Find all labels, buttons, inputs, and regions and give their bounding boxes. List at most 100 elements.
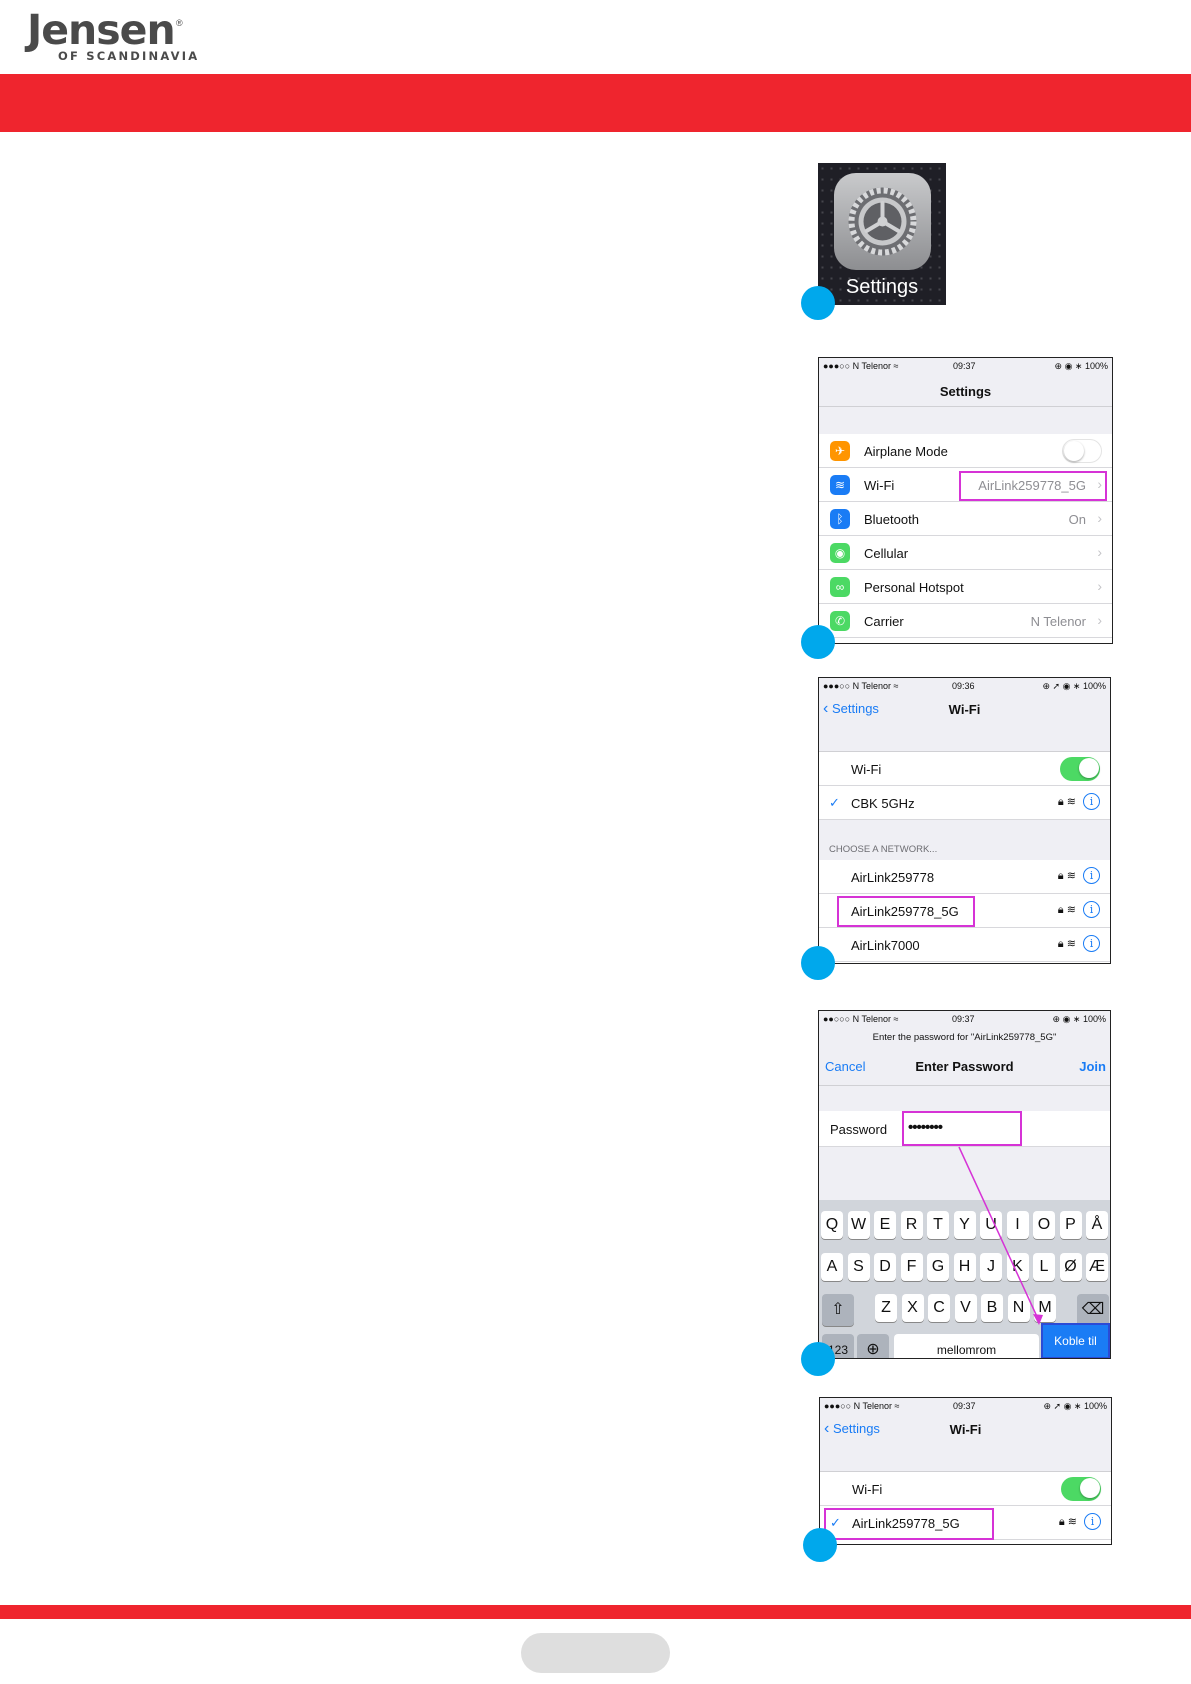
row-label: Wi-Fi bbox=[864, 478, 895, 493]
row-label: Bluetooth bbox=[864, 512, 919, 527]
network-icons: 🔒︎ ≋ i bbox=[1058, 793, 1100, 810]
network-row[interactable]: AirLink7000🔒︎ ≋ i bbox=[819, 928, 1110, 962]
brand-logo: Jensen bbox=[27, 6, 176, 54]
network-row[interactable]: AirLink259778_5G🔒︎ ≋ i bbox=[819, 894, 1110, 928]
chevron-left-icon: ‹ bbox=[823, 700, 829, 717]
key[interactable]: U bbox=[980, 1211, 1002, 1239]
key[interactable]: V bbox=[954, 1294, 977, 1322]
info-icon[interactable]: i bbox=[1083, 935, 1100, 952]
back-label: Settings bbox=[832, 1421, 880, 1436]
section-header: CHOOSE A NETWORK... bbox=[829, 844, 938, 855]
key[interactable]: I bbox=[1006, 1211, 1029, 1239]
nav-bar: ●●●○○ N Telenor ≈ 09:36 ⊕ ➚ ◉ ∗ 100% bbox=[819, 678, 1110, 726]
key[interactable]: L bbox=[1033, 1253, 1055, 1281]
wifi-label: Wi-Fi bbox=[851, 762, 882, 777]
network-row[interactable]: AirLink259778🔒︎ ≋ i bbox=[819, 860, 1110, 894]
back-label: Settings bbox=[831, 701, 879, 716]
step-marker bbox=[801, 286, 835, 320]
network-highlight bbox=[824, 1508, 994, 1540]
globe-key[interactable]: ⊕ bbox=[857, 1334, 889, 1358]
info-icon[interactable]: i bbox=[1083, 867, 1100, 884]
key[interactable]: J bbox=[980, 1253, 1002, 1281]
settings-row[interactable]: ∞Personal Hotspot› bbox=[819, 570, 1112, 604]
hotspot-icon: ∞ bbox=[830, 577, 850, 597]
key[interactable]: D bbox=[874, 1253, 896, 1281]
network-name: AirLink259778 bbox=[851, 870, 935, 885]
screen-title: Enter Password bbox=[915, 1059, 1014, 1074]
cellular-icon: ◉ bbox=[830, 543, 850, 563]
lock-icon: 🔒︎ bbox=[1057, 904, 1064, 916]
wifi-toggle-row: Wi-Fi bbox=[820, 1472, 1111, 1506]
key[interactable]: F bbox=[900, 1253, 923, 1281]
row-value: N Telenor bbox=[1030, 614, 1086, 629]
wifi-icon: ≋ bbox=[1066, 904, 1076, 916]
key[interactable]: E bbox=[874, 1211, 896, 1239]
join-key[interactable]: Koble til bbox=[1041, 1323, 1110, 1358]
step-marker bbox=[803, 1528, 837, 1562]
status-time: 09:37 bbox=[953, 361, 976, 371]
wifi-toggle[interactable] bbox=[1060, 757, 1100, 781]
status-time: 09:37 bbox=[952, 1014, 975, 1024]
key[interactable]: W bbox=[847, 1211, 870, 1239]
network-highlight bbox=[837, 896, 975, 927]
phone-icon: ✆ bbox=[830, 611, 850, 631]
header-band bbox=[0, 74, 1191, 132]
shift-key[interactable]: ⇧ bbox=[822, 1294, 854, 1326]
key[interactable]: B bbox=[981, 1294, 1003, 1322]
space-key[interactable]: mellomrom bbox=[894, 1334, 1039, 1358]
key[interactable]: Ø bbox=[1059, 1253, 1082, 1281]
status-carrier: ●●●○○ N Telenor ≈ bbox=[824, 1401, 900, 1411]
key[interactable]: S bbox=[847, 1253, 870, 1281]
key[interactable]: K bbox=[1006, 1253, 1029, 1281]
password-field[interactable]: •••••••• bbox=[902, 1111, 1022, 1146]
settings-row[interactable]: ✈Airplane Mode bbox=[819, 434, 1112, 468]
key[interactable]: T bbox=[927, 1211, 949, 1239]
back-button[interactable]: ‹ Settings bbox=[824, 1420, 880, 1438]
key[interactable]: Y bbox=[953, 1211, 976, 1239]
airplane-toggle[interactable] bbox=[1062, 439, 1102, 463]
key[interactable]: A bbox=[821, 1253, 843, 1281]
key[interactable]: X bbox=[901, 1294, 924, 1322]
status-time: 09:36 bbox=[952, 681, 975, 691]
key[interactable]: G bbox=[927, 1253, 949, 1281]
connected-network-row[interactable]: ✓ CBK 5GHz 🔒︎ ≋ i bbox=[819, 786, 1110, 820]
wifi-value-highlight bbox=[959, 471, 1107, 501]
row-label: Airplane Mode bbox=[864, 444, 948, 459]
backspace-key[interactable]: ⌫ bbox=[1077, 1294, 1109, 1326]
key[interactable]: H bbox=[953, 1253, 976, 1281]
info-icon[interactable]: i bbox=[1083, 901, 1100, 918]
backspace-icon: ⌫ bbox=[1081, 1301, 1105, 1318]
network-name: AirLink7000 bbox=[851, 938, 920, 953]
settings-row[interactable]: ◉Cellular› bbox=[819, 536, 1112, 570]
wifi-toggle[interactable] bbox=[1061, 1477, 1101, 1501]
wifi-icon: ≋ bbox=[830, 475, 850, 495]
cancel-button[interactable]: Cancel bbox=[825, 1059, 866, 1074]
key[interactable]: P bbox=[1059, 1211, 1082, 1239]
key[interactable]: Æ bbox=[1086, 1253, 1108, 1281]
key[interactable]: O bbox=[1033, 1211, 1055, 1239]
status-battery: ⊕ ➚ ◉ ∗ 100% bbox=[1043, 1401, 1108, 1411]
settings-app-tile[interactable]: Settings bbox=[818, 163, 946, 305]
key[interactable]: Z bbox=[875, 1294, 897, 1322]
row-label: Cellular bbox=[864, 546, 909, 561]
key[interactable]: C bbox=[928, 1294, 950, 1322]
key[interactable]: Q bbox=[821, 1211, 843, 1239]
settings-screen: ●●●○○ N Telenor ≈ 09:37 ⊕ ◉ ∗ 100% Setti… bbox=[818, 357, 1113, 644]
info-icon[interactable]: i bbox=[1083, 793, 1100, 810]
wifi-screen: ●●●○○ N Telenor ≈ 09:36 ⊕ ➚ ◉ ∗ 100% ‹ S… bbox=[818, 677, 1111, 964]
chevron-left-icon: ‹ bbox=[824, 1420, 830, 1437]
key[interactable]: Å bbox=[1086, 1211, 1108, 1239]
join-button[interactable]: Join bbox=[1079, 1059, 1106, 1074]
status-carrier: ●●●○○ N Telenor ≈ bbox=[823, 681, 899, 691]
key[interactable]: N bbox=[1007, 1294, 1030, 1322]
row-label: Personal Hotspot bbox=[864, 580, 964, 595]
info-icon[interactable]: i bbox=[1084, 1513, 1101, 1530]
back-button[interactable]: ‹ Settings bbox=[823, 700, 879, 718]
row-label: Carrier bbox=[864, 614, 904, 629]
row-value: On bbox=[1068, 512, 1086, 527]
password-screen: ●●○○○ N Telenor ≈ 09:37 ⊕ ◉ ∗ 100% Enter… bbox=[818, 1010, 1111, 1359]
key[interactable]: R bbox=[900, 1211, 923, 1239]
